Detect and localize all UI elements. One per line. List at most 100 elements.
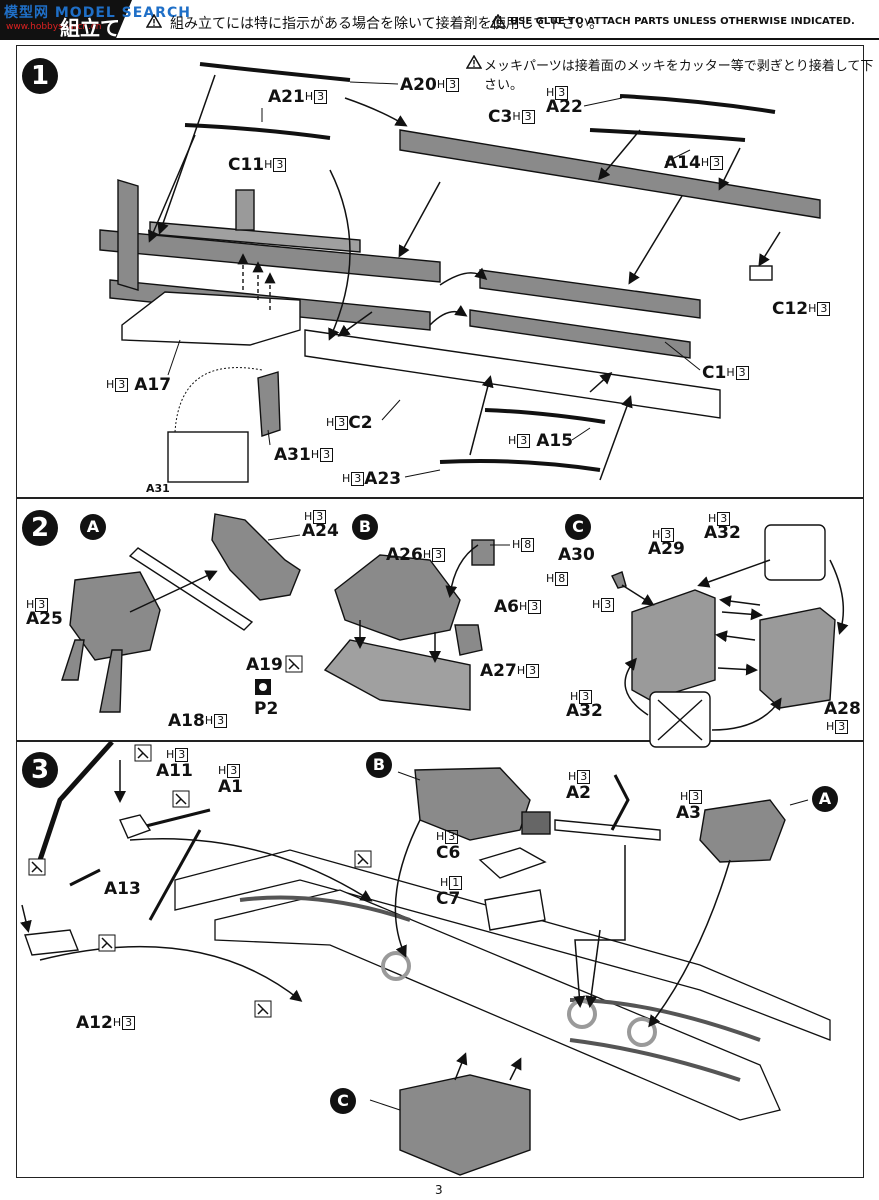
bellcrank-a11 [119,814,152,839]
step-number: 1 [22,58,58,94]
frame-rail-c2 [304,329,721,419]
differential-a25 [69,571,161,661]
part-label-c7: C7 [436,889,461,909]
part-label-a29: A29 [648,539,685,559]
cut-icon [172,790,190,808]
chassis-frame [174,849,831,1041]
paint-code-p2: P2 [254,699,279,719]
page-number: 3 [435,1183,443,1197]
watermark-url: www.hobbysearch.cn [6,22,102,32]
part-label-a22: A22 [546,97,583,117]
cut-icon [134,744,152,762]
part-label-a32-top: A32 [704,523,741,543]
watermark: 模型网 MODEL SEARCH [4,5,191,21]
driveshaft-a2 [554,819,661,841]
warning-icon [146,14,162,28]
sub-assembly-label: C [330,1088,356,1114]
engine-a26 [334,554,461,641]
cut-icon [285,655,303,673]
part-label-a30: A30 [558,545,595,565]
part-label-a11: A11 [156,761,193,781]
pin-a13 [69,868,101,887]
sub-assembly-label: C [565,514,591,540]
exhaust-a3 [610,774,630,831]
plate-a17 [121,291,301,346]
part-a30 [611,571,627,589]
inset-label-a31: A31 [146,482,170,495]
step-3-panel [16,741,864,1178]
leaf-spring-a20 [199,62,351,82]
part-label-a19: A19 [246,655,283,675]
cut-icon [354,850,372,868]
cut-icon [254,1000,272,1018]
warning-icon [490,14,506,28]
part-label-a32-bottom: A32 [566,701,603,721]
part-a31 [257,371,281,437]
housing-a28 [759,607,836,709]
page-title: 組立て [60,16,120,40]
part-label-a13: A13 [104,879,141,899]
part-label-c6: C6 [436,843,461,863]
sub-assembly-label: A [80,514,106,540]
battery-c6 [478,847,547,879]
engine-assembly-b [414,767,531,841]
step-1-panel [16,45,864,498]
differential-a24 [211,513,301,601]
pitman-arm-a12 [24,929,79,956]
shaft-a19 [128,547,254,631]
header-bar: 模型网 MODEL SEARCH www.hobbysearch.cn 組立て … [0,0,879,40]
attachment-point [627,1017,657,1047]
leaf-spring-a15 [484,408,606,424]
step-2-panel [16,498,864,741]
plating-note: メッキパーツは接着面のメッキをカッター等で剥ぎとり接着して下さい。 [484,59,874,93]
cover-a32-top [764,524,826,581]
step-number: 3 [22,752,58,788]
warning-icon [466,55,482,69]
part-label-a1: A1 [218,777,243,797]
leaf-spring-a14 [589,128,746,142]
axle-assembly-a [699,799,786,863]
part-label-a28: A28 [824,699,861,719]
leaf-spring-a21 [184,123,331,140]
part-label-a25: A25 [26,609,63,629]
glue-note-en: USE GLUE TO ATTACH PARTS UNLESS OTHERWIS… [510,16,855,27]
fuel-tank-c [399,1074,531,1176]
frame-rail-c1 [479,269,701,319]
sub-assembly-label: A [812,786,838,812]
tie-rod-a1 [148,829,202,921]
part-label-a24: A24 [302,521,339,541]
header-tab [0,0,132,38]
housing-a29 [631,589,716,701]
paint-icon [255,679,271,695]
transmission-a27 [323,639,471,711]
